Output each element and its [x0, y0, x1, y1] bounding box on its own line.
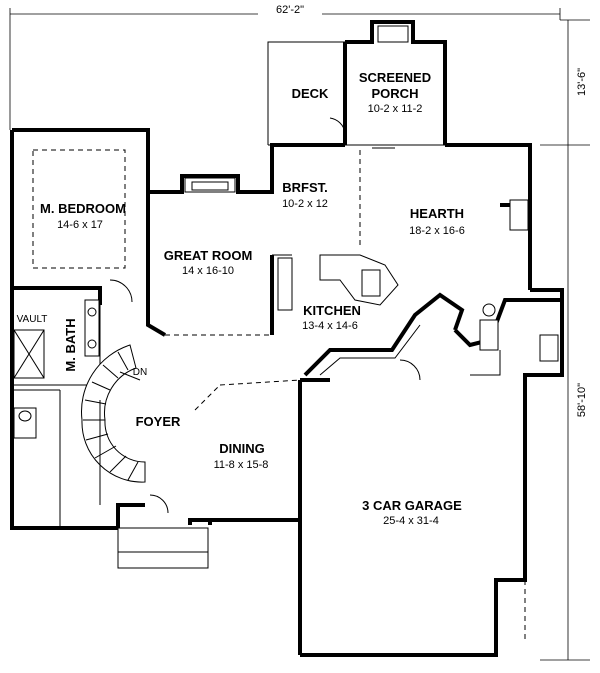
screened-porch-outline [343, 20, 447, 146]
bedroom-door-swing [109, 279, 133, 303]
dimension-width-bg [258, 2, 322, 16]
dining-walls [194, 379, 301, 522]
garage-label: 3 CAR GARAGE [362, 498, 462, 513]
master-bedroom-tray [32, 149, 126, 269]
master-bath-label: M. BATH [63, 318, 78, 371]
kitchen-counter [303, 292, 465, 377]
foyer-stairs [81, 344, 146, 483]
kitchen-island [319, 254, 399, 306]
dimension-overall-width: 62'-2" [276, 4, 304, 16]
great-room-fireplace [184, 177, 236, 193]
hearth-size: 18-2 x 16-6 [409, 225, 465, 237]
utility-area [453, 298, 562, 376]
exterior-walls [10, 128, 564, 657]
foyer-label: FOYER [136, 414, 181, 429]
dining-size: 11-8 x 15-8 [214, 459, 269, 471]
deck-label: DECK [292, 86, 329, 101]
master-bedroom-size: 14-6 x 17 [57, 219, 103, 231]
stair-down-label: DN [133, 367, 147, 378]
kitchen-size: 13-4 x 14-6 [302, 320, 358, 332]
master-bedroom-label: M. BEDROOM [40, 201, 126, 216]
garage-door-swing [399, 359, 421, 381]
screened-porch-label-line2: PORCH [372, 86, 419, 101]
vault-label: VAULT [17, 314, 48, 325]
entry-stoop [116, 503, 209, 569]
dining-label: DINING [219, 441, 265, 456]
breakfast-label: BRFST. [282, 180, 328, 195]
front-door-swing [149, 494, 169, 514]
garage-walls [300, 378, 526, 640]
great-room-size: 14 x 16-10 [182, 265, 234, 277]
porch-door-swing [329, 117, 346, 133]
screened-porch-label-line1: SCREENED [359, 70, 431, 85]
screened-porch-size: 10-2 x 11-2 [368, 103, 423, 115]
great-room-walls [146, 192, 293, 337]
kitchen-label: KITCHEN [303, 303, 361, 318]
dimension-porch-depth: 13'-6" [576, 68, 588, 96]
hearth-label: HEARTH [410, 206, 464, 221]
dimension-house-depth: 58'-10" [576, 383, 588, 417]
interior-partitions [12, 145, 395, 528]
great-room-label: GREAT ROOM [164, 248, 253, 263]
breakfast-size: 10-2 x 12 [282, 198, 328, 210]
garage-size: 25-4 x 31-4 [383, 515, 439, 527]
master-bath-walls [12, 286, 102, 439]
